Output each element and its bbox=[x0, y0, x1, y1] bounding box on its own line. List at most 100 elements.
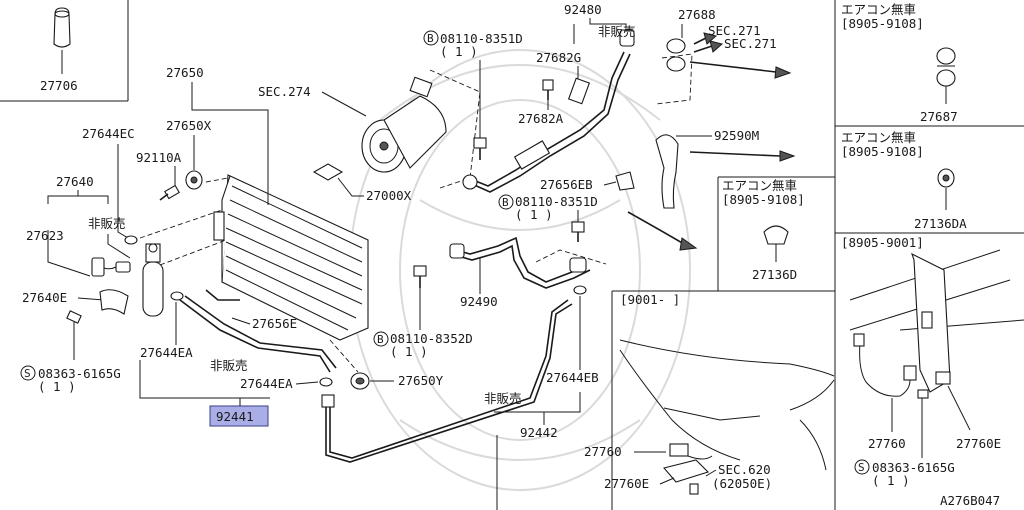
hose-92490 bbox=[449, 236, 591, 289]
label-27136d: 27136D bbox=[752, 267, 797, 282]
label-08363-right-qty: ( 1 ) bbox=[872, 473, 910, 488]
mark-b-c: B bbox=[377, 333, 384, 346]
label-27760e-b: 27760E bbox=[956, 436, 1001, 451]
label-92590m: 92590M bbox=[714, 128, 759, 143]
part-27706-boot bbox=[53, 7, 71, 74]
clip-27682g bbox=[567, 77, 591, 105]
bolt-92110a bbox=[159, 184, 180, 201]
label-27682a: 27682A bbox=[518, 111, 564, 126]
label-27644ea-bot: 27644EA bbox=[240, 376, 293, 391]
label-27656e: 27656E bbox=[252, 316, 297, 331]
arrow-sec271 bbox=[689, 32, 792, 79]
bolt-08110-8351d-b bbox=[571, 221, 585, 242]
grommet-27650x bbox=[185, 170, 203, 190]
box5-range: [8905-9001] bbox=[841, 235, 924, 250]
label-92441: 92441 bbox=[216, 409, 254, 424]
grommet-27650y bbox=[350, 372, 370, 390]
compressor-sec274 bbox=[361, 76, 447, 173]
label-08110-8351d-a-qty: ( 1 ) bbox=[440, 44, 478, 59]
bolt-08363-left bbox=[66, 310, 82, 324]
label-sec620: SEC.620 bbox=[718, 462, 771, 477]
label-hibanbai-1: 非販売 bbox=[88, 216, 126, 231]
label-27760-a: 27760 bbox=[584, 444, 622, 459]
oring-27644ea-bot bbox=[319, 377, 333, 387]
box4-range: [9001- ] bbox=[620, 292, 680, 307]
label-27687: 27687 bbox=[920, 109, 958, 124]
label-hibanbai-2: 非販売 bbox=[210, 358, 248, 373]
grommet-27687 bbox=[936, 47, 956, 87]
mark-s-left: S bbox=[24, 367, 31, 380]
label-27688: 27688 bbox=[678, 7, 716, 22]
switch-27623 bbox=[91, 257, 131, 277]
label-27650: 27650 bbox=[166, 65, 204, 80]
hose-92480 bbox=[462, 29, 635, 193]
drain-hose-92590m bbox=[655, 134, 679, 209]
vehicle-front-box4 bbox=[619, 339, 835, 495]
condenser-27650 bbox=[213, 174, 369, 341]
bolt-08110-8352d bbox=[413, 265, 427, 288]
box1-title: エアコン無車 bbox=[841, 2, 916, 17]
label-sec271-b: SEC.271 bbox=[724, 36, 777, 51]
arrow-92590m bbox=[689, 150, 796, 162]
label-27650y: 27650Y bbox=[398, 373, 444, 388]
label-27640: 27640 bbox=[56, 174, 94, 189]
sensor-bracket-box5 bbox=[849, 249, 1024, 399]
label-plate-27000x bbox=[312, 163, 344, 181]
grommet-27136da bbox=[937, 168, 955, 188]
label-92480: 92480 bbox=[564, 2, 602, 17]
grommet-27688 bbox=[666, 38, 686, 72]
label-27000x: 27000X bbox=[366, 188, 412, 203]
diagram-code: A276B047 bbox=[940, 493, 1000, 508]
clip-27656eb bbox=[615, 171, 635, 191]
label-08363-right: 08363-6165G bbox=[872, 460, 955, 475]
label-92110a: 92110A bbox=[136, 150, 182, 165]
label-27136da: 27136DA bbox=[914, 216, 967, 231]
oring-27644ea-top bbox=[170, 291, 184, 301]
mark-s-right: S bbox=[858, 461, 865, 474]
label-27656eb: 27656EB bbox=[540, 177, 593, 192]
box3-title: エアコン無車 bbox=[722, 178, 797, 193]
label-sec271-a: SEC.271 bbox=[708, 23, 761, 38]
label-hibanbai-4: 非販売 bbox=[484, 391, 522, 406]
label-08110-8352d: 08110-8352D bbox=[390, 331, 473, 346]
receiver-drier-27640 bbox=[142, 243, 164, 317]
label-92490: 92490 bbox=[460, 294, 498, 309]
label-27650x: 27650X bbox=[166, 118, 212, 133]
mark-b-b: B bbox=[502, 196, 509, 209]
box2-title: エアコン無車 bbox=[841, 130, 916, 145]
label-08110-8351d-a: 08110-8351D bbox=[440, 31, 523, 46]
label-92442: 92442 bbox=[520, 425, 558, 440]
label-08363-left-qty: ( 1 ) bbox=[38, 379, 76, 394]
box3-range: [8905-9108] bbox=[722, 192, 805, 207]
label-92441-highlight bbox=[209, 405, 269, 427]
pipe-92441 bbox=[179, 289, 337, 373]
label-27682g: 27682G bbox=[536, 50, 581, 65]
bracket-27640e bbox=[99, 289, 129, 315]
bolt-27682a bbox=[542, 79, 554, 100]
plug-27136d bbox=[763, 225, 789, 262]
label-08110-8352d-qty: ( 1 ) bbox=[390, 344, 428, 359]
pipe-92442 bbox=[321, 299, 573, 463]
label-08363-left: 08363-6165G bbox=[38, 366, 121, 381]
mark-b-a: B bbox=[427, 32, 434, 45]
label-27623: 27623 bbox=[26, 228, 64, 243]
label-hibanbai-3: 非販売 bbox=[598, 24, 636, 39]
bolt-08110-8351d-a bbox=[473, 137, 487, 160]
label-sec620-sub: (62050E) bbox=[712, 476, 772, 491]
oring-27644ec bbox=[124, 235, 138, 245]
box1-range: [8905-9108] bbox=[841, 16, 924, 31]
oring-27644eb bbox=[573, 285, 587, 295]
watermark-emblem bbox=[349, 49, 691, 491]
box2-range: [8905-9108] bbox=[841, 144, 924, 159]
label-27644ec: 27644EC bbox=[82, 126, 135, 141]
label-27706: 27706 bbox=[40, 78, 78, 93]
label-27760-b: 27760 bbox=[868, 436, 906, 451]
label-08110-8351d-b: 08110-8351D bbox=[515, 194, 598, 209]
label-27644eb: 27644EB bbox=[546, 370, 599, 385]
label-sec274: SEC.274 bbox=[258, 84, 311, 99]
label-27644ea-top: 27644EA bbox=[140, 345, 193, 360]
label-27760e-a: 27760E bbox=[604, 476, 649, 491]
